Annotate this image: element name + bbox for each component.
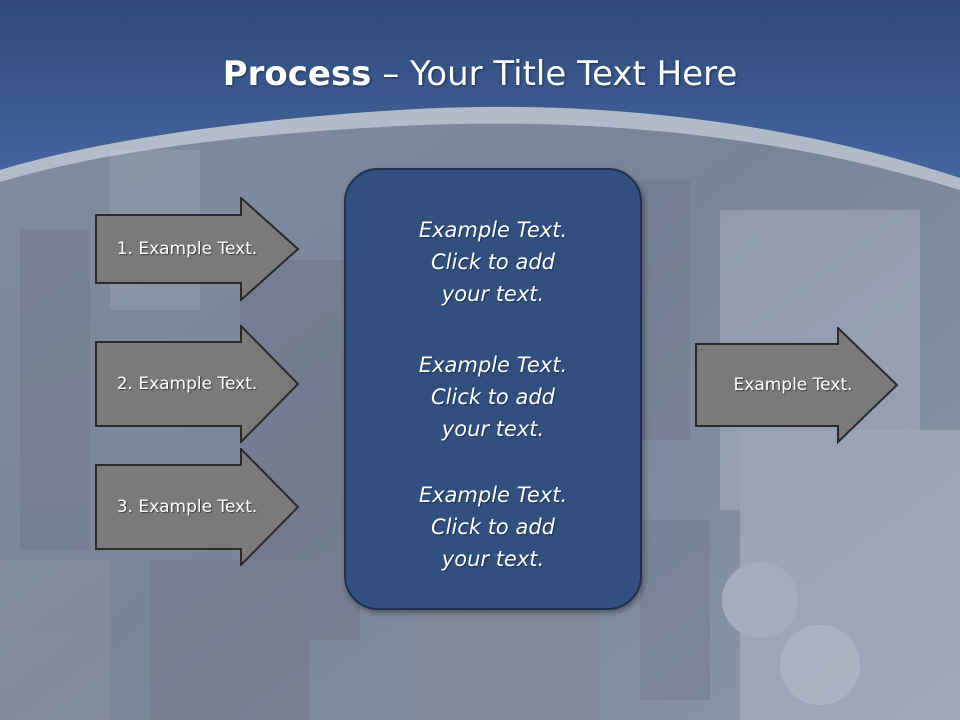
- arrow-shape-icon: [95, 325, 300, 443]
- panel-text-line: Click to add: [430, 515, 555, 539]
- panel-text-line: Example Text.: [418, 218, 568, 242]
- output-arrow[interactable]: Example Text.: [695, 327, 901, 445]
- panel-text-line: Click to add: [430, 250, 555, 274]
- process-panel[interactable]: Example Text. Click to add your text. Ex…: [344, 168, 642, 610]
- slide-title: Process – Your Title Text Here: [0, 52, 960, 96]
- panel-text-line: Click to add: [430, 385, 555, 409]
- arrow-shape-icon: [95, 448, 300, 566]
- arrow-shape-icon: [695, 327, 899, 445]
- panel-text-block-2[interactable]: Example Text. Click to add your text.: [346, 349, 640, 445]
- step-arrow-1[interactable]: 1. Example Text.: [95, 197, 301, 315]
- panel-text-line: Example Text.: [418, 353, 568, 377]
- panel-text-line: your text.: [441, 547, 545, 571]
- step-label-1: 1. Example Text.: [116, 239, 258, 259]
- panel-text-block-3[interactable]: Example Text. Click to add your text.: [346, 479, 640, 575]
- step-arrow-2[interactable]: 2. Example Text.: [95, 325, 301, 443]
- step-label-3: 3. Example Text.: [116, 497, 258, 517]
- title-rest: – Your Title Text Here: [371, 54, 738, 94]
- output-label: Example Text.: [733, 375, 853, 395]
- title-bold: Process: [222, 54, 372, 94]
- panel-text-line: Example Text.: [418, 483, 568, 507]
- step-arrow-3[interactable]: 3. Example Text.: [95, 448, 301, 566]
- arrow-shape-icon: [95, 197, 300, 301]
- panel-text-block-1[interactable]: Example Text. Click to add your text.: [346, 214, 640, 310]
- panel-text-line: your text.: [441, 282, 545, 306]
- panel-text-line: your text.: [441, 417, 545, 441]
- step-label-2: 2. Example Text.: [116, 374, 258, 394]
